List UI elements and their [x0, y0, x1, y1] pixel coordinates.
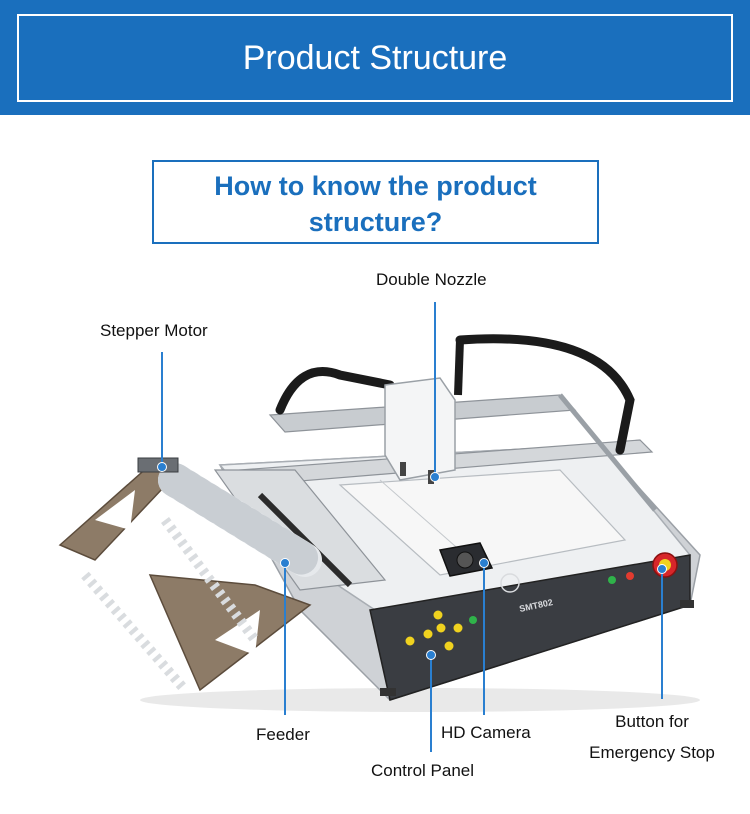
- banner-frame: [17, 14, 733, 102]
- leader-feeder: [284, 563, 286, 715]
- question-line-1: How to know the product: [214, 171, 537, 201]
- question-heading: How to know the product structure?: [152, 168, 599, 240]
- brand-logo: [500, 573, 520, 593]
- panel-button: [423, 629, 433, 639]
- cable-chain-right: [455, 334, 635, 455]
- cable-chain-riser: [454, 339, 464, 396]
- nozzle-head-housing: [384, 377, 456, 481]
- anchor-hd-camera: [479, 558, 489, 568]
- panel-button: [453, 623, 463, 633]
- anchor-feeder: [280, 558, 290, 568]
- side-rail: [558, 393, 657, 512]
- machine-foot: [680, 600, 694, 608]
- frame-cutout: [215, 610, 260, 655]
- anchor-double-nozzle: [430, 472, 440, 482]
- status-led-red: [626, 572, 634, 580]
- banner-title: Product Structure: [242, 39, 508, 77]
- panel-button: [433, 610, 443, 620]
- label-control-panel: Control Panel: [371, 761, 475, 780]
- anchor-emergency-stop: [657, 564, 667, 574]
- leader-emergency-stop: [661, 569, 663, 699]
- anchor-stepper-motor: [157, 462, 167, 472]
- leader-stepper-motor: [161, 352, 163, 467]
- frame-cutout: [95, 490, 135, 530]
- status-led-green: [608, 576, 616, 584]
- label-hd-camera: HD Camera: [441, 723, 531, 742]
- label-feeder: Feeder: [256, 725, 310, 744]
- panel-button: [436, 623, 446, 633]
- nozzle-tip: [400, 462, 406, 476]
- header-banner: [0, 0, 750, 115]
- component-tape-strip: [161, 517, 259, 643]
- label-emergency-line-1: Button for: [615, 712, 689, 731]
- panel-button: [444, 641, 454, 651]
- leader-double-nozzle: [434, 302, 436, 477]
- label-emergency-stop: Button for Emergency Stop: [578, 706, 726, 768]
- floor-shadow: [140, 688, 700, 712]
- cable-chain-left: [275, 367, 395, 415]
- leader-hd-camera: [483, 563, 485, 715]
- work-table: [338, 469, 627, 576]
- reel-texture: [158, 463, 322, 577]
- component-tape-strip: [81, 571, 189, 694]
- power-indicator: [469, 616, 477, 624]
- label-emergency-line-2: Emergency Stop: [589, 743, 715, 762]
- leader-control-panel: [430, 655, 432, 752]
- camera-lens: [456, 551, 474, 569]
- machine-foot: [380, 688, 396, 696]
- anchor-control-panel: [426, 650, 436, 660]
- question-line-2: structure?: [308, 207, 443, 237]
- label-stepper-motor: Stepper Motor: [100, 321, 208, 340]
- label-double-nozzle: Double Nozzle: [376, 270, 487, 289]
- feeder-track: [257, 492, 353, 588]
- question-box: [152, 160, 599, 244]
- panel-button: [405, 636, 415, 646]
